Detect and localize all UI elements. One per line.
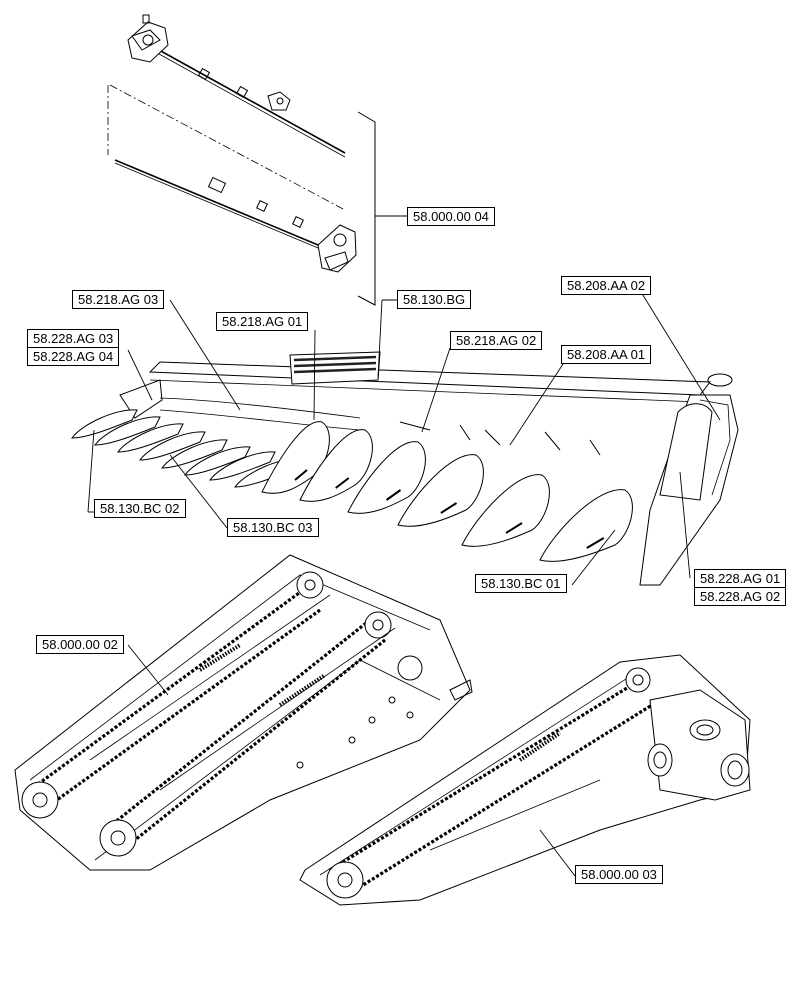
callout-58-218-ag-02[interactable]: 58.218.AG 02 <box>450 331 543 350</box>
drive-shaft-assembly <box>107 14 376 306</box>
row-divider <box>299 429 373 502</box>
callout-58-000-00-03[interactable]: 58.000.00 03 <box>575 865 663 884</box>
row-divider <box>94 416 161 446</box>
row-divider <box>71 409 138 439</box>
callout-58-208-aa-02[interactable]: 58.208.AA 02 <box>561 276 652 295</box>
callout-58-218-ag-03[interactable]: 58.218.AG 03 <box>72 290 165 309</box>
callout-58-228-ag-01[interactable]: 58.228.AG 01 <box>694 569 787 588</box>
callout-58-000-00-02[interactable]: 58.000.00 02 <box>36 635 124 654</box>
callout-58-130-bc-02[interactable]: 58.130.BC 02 <box>94 499 186 518</box>
row-divider <box>184 446 251 476</box>
callout-58-130-bc-01[interactable]: 58.130.BC 01 <box>475 574 567 593</box>
callout-group-58-228-ag-03-04: 58.228.AG 03 58.228.AG 04 <box>27 329 120 366</box>
row-divider <box>139 431 206 461</box>
row-divider <box>539 489 633 562</box>
callout-group-58-228-ag-01-02: 58.228.AG 01 58.228.AG 02 <box>694 569 787 606</box>
row-divider <box>161 439 228 469</box>
corn-header <box>71 351 739 586</box>
dual-row-unit-assembly <box>14 554 473 871</box>
row-divider <box>209 451 276 481</box>
row-divider <box>347 441 426 514</box>
callout-58-218-ag-01[interactable]: 58.218.AG 01 <box>216 312 309 331</box>
single-row-unit-assembly <box>299 654 751 906</box>
callout-58-208-aa-01[interactable]: 58.208.AA 01 <box>561 345 652 364</box>
row-divider <box>461 474 550 547</box>
row-divider <box>261 421 330 494</box>
callout-58-000-00-04[interactable]: 58.000.00 04 <box>407 207 495 226</box>
callout-58-130-bc-03[interactable]: 58.130.BC 03 <box>227 518 319 537</box>
callout-58-228-ag-03[interactable]: 58.228.AG 03 <box>27 329 120 348</box>
callout-58-130-bg[interactable]: 58.130.BG <box>397 290 472 309</box>
row-divider <box>397 454 484 527</box>
callout-58-228-ag-02[interactable]: 58.228.AG 02 <box>694 588 787 606</box>
callout-58-228-ag-04[interactable]: 58.228.AG 04 <box>27 348 120 366</box>
leader-lines <box>87 215 721 877</box>
row-divider <box>117 423 184 453</box>
